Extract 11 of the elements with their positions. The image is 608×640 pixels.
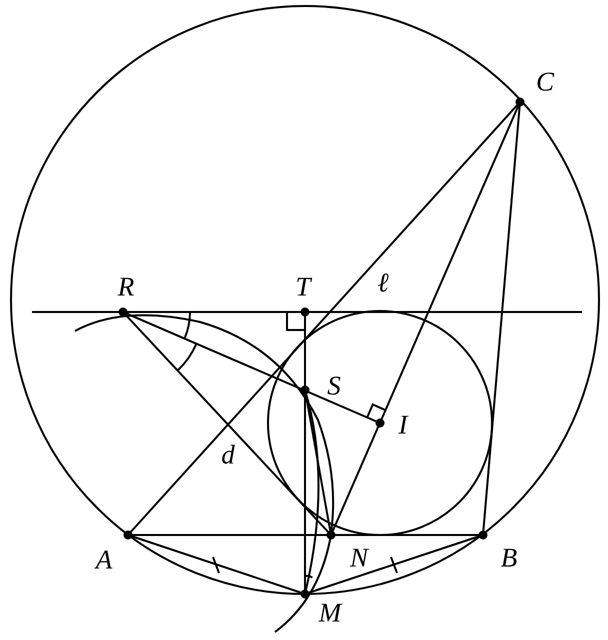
point-label: B <box>500 544 518 572</box>
point-label: R <box>118 274 134 300</box>
point-label: M <box>318 600 342 626</box>
point-label: C <box>536 68 554 96</box>
point-label: N <box>350 544 368 572</box>
point-label: S <box>327 372 341 400</box>
point-label: I <box>398 412 408 438</box>
point-label: T <box>295 274 311 300</box>
line-label: ℓ <box>377 270 389 296</box>
point-label: A <box>96 546 112 574</box>
line-label: d <box>221 442 235 468</box>
